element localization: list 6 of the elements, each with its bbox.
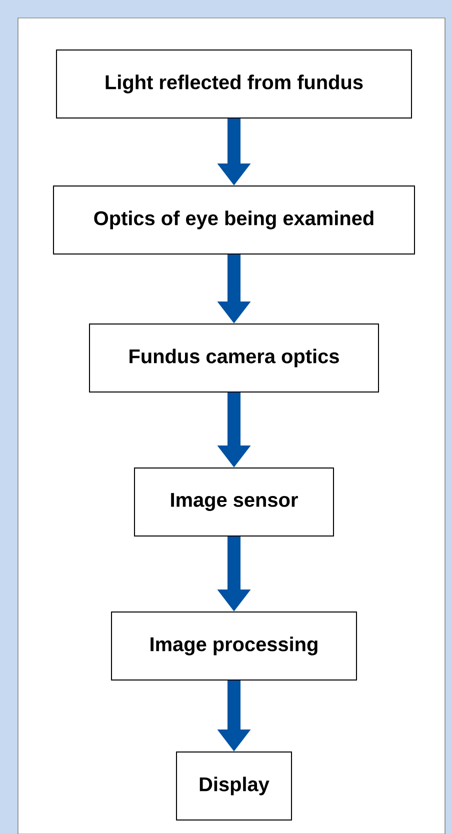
process-box: Fundus camera optics xyxy=(89,324,379,392)
process-box: Optics of eye being examined xyxy=(53,186,415,254)
process-box: Display xyxy=(176,752,292,820)
process-box: Image sensor xyxy=(134,468,334,536)
process-box: Light reflected from fundus xyxy=(56,50,412,118)
process-box: Image processing xyxy=(111,612,357,680)
